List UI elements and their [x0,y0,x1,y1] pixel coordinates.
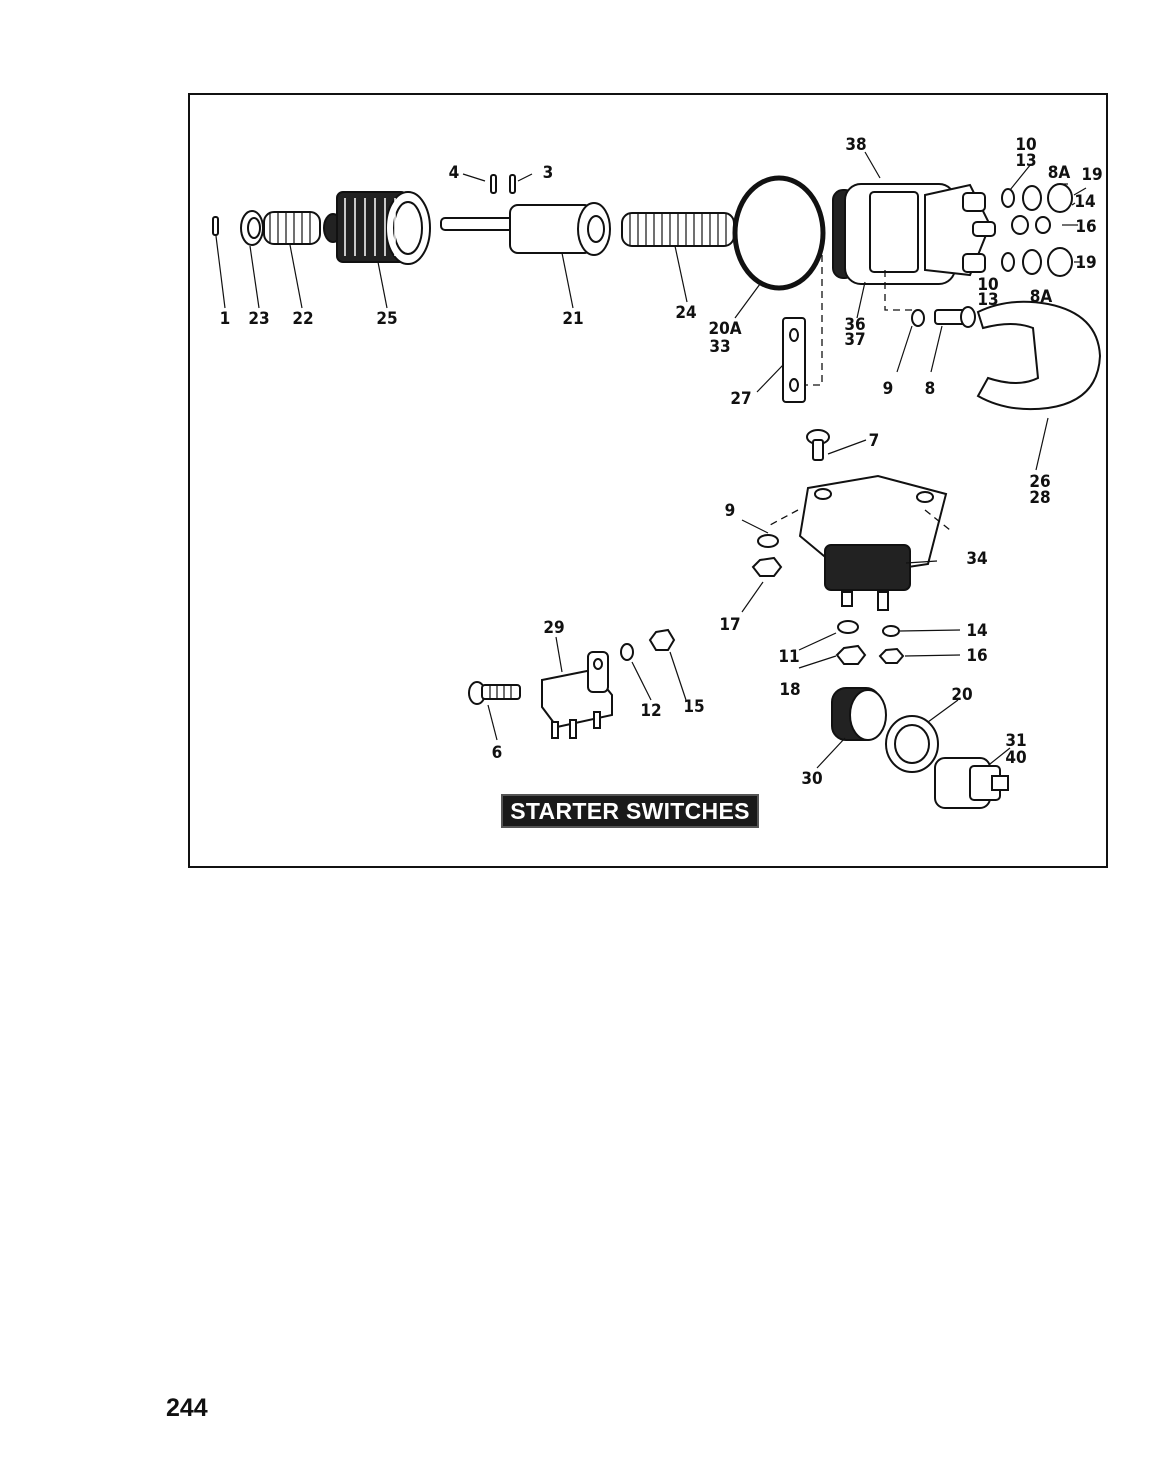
callout-8A-top: 8A [1048,163,1071,183]
callout-19-top: 19 [1081,165,1102,185]
part-31-switch [934,757,1009,809]
callout-12: 12 [640,701,661,721]
callout-23: 23 [248,309,269,329]
part-25-sleeve [323,191,431,265]
callout-22: 22 [292,309,313,329]
callout-36: 36 [844,315,865,335]
strap-alignment-line [805,255,915,386]
callout-3: 3 [543,163,554,183]
part-11-washer [837,620,859,634]
callout-9-upper: 9 [883,379,894,399]
callout-18: 18 [779,680,800,700]
callout-20A: 20A [708,319,741,339]
callout-28: 28 [1029,488,1050,508]
mount-alignment-line [769,509,951,531]
part-29-relay [541,651,613,739]
callout-16-lower: 16 [966,646,987,666]
callout-30: 30 [801,769,822,789]
callout-8: 8 [925,379,936,399]
callout-7: 7 [869,431,880,451]
callout-33: 33 [709,337,730,357]
part-9-washer [911,309,925,327]
part-14-washer [882,625,900,637]
callout-9-lower: 9 [725,501,736,521]
diagram-frame [188,93,1108,868]
callout-4: 4 [449,163,460,183]
part-34-solenoid [798,474,948,611]
part-18-nut [835,644,867,665]
callout-1: 1 [220,309,231,329]
part-22-spring [263,211,321,245]
callout-11: 11 [778,647,799,667]
part-17-nut [751,556,783,577]
part-8-screw [934,306,976,328]
callout-15: 15 [683,697,704,717]
part-27-strap [782,317,806,403]
callout-29: 29 [543,618,564,638]
part-20-gasket [885,715,939,773]
callout-14-top: 14 [1074,192,1095,212]
part-1-pin [212,216,219,236]
part-24-spring [621,212,735,247]
part-23-cup [240,210,264,246]
callout-17: 17 [719,615,740,635]
callout-25: 25 [376,309,397,329]
part-12-lockwasher [620,643,634,661]
callout-labels: 1 23 22 25 4 3 21 24 20A 33 27 38 36 37 … [220,135,1103,789]
part-20A-oring [732,175,826,291]
part-7-screw [806,429,830,461]
part-30-bushing [831,687,887,741]
part-3-pin [509,174,516,194]
callout-10-lower: 10 [977,275,998,295]
callout-16-top: 16 [1075,217,1096,237]
callout-20: 20 [951,685,972,705]
callout-13-lower: 13 [977,290,998,310]
callout-34: 34 [966,549,987,569]
terminal-hardware-upper [1001,183,1073,277]
part-6-screw [468,681,521,705]
part-38-solenoid [832,183,996,285]
callout-31: 31 [1005,731,1026,751]
callout-38: 38 [845,135,866,155]
callout-8A-lower: 8A [1030,287,1053,307]
callout-40: 40 [1005,748,1026,768]
callout-27: 27 [730,389,751,409]
part-9-lockwasher [757,534,779,548]
diagram-title-banner: STARTER SWITCHES [501,794,759,828]
callout-26: 26 [1029,472,1050,492]
callout-37: 37 [844,330,865,350]
part-26-boot [976,300,1102,411]
page-number: 244 [166,1394,208,1422]
part-16-nut [878,647,905,664]
part-21-plunger [440,202,611,256]
part-4-pin [490,174,497,194]
part-15-nut [648,628,676,651]
callout-6: 6 [492,743,503,763]
callout-14-lower: 14 [966,621,987,641]
leader-lines [215,151,1087,769]
callout-13-top: 13 [1015,151,1036,171]
callout-21: 21 [562,309,583,329]
callout-24: 24 [675,303,696,323]
callout-10-top: 10 [1015,135,1036,155]
callout-19-lower: 19 [1075,253,1096,273]
